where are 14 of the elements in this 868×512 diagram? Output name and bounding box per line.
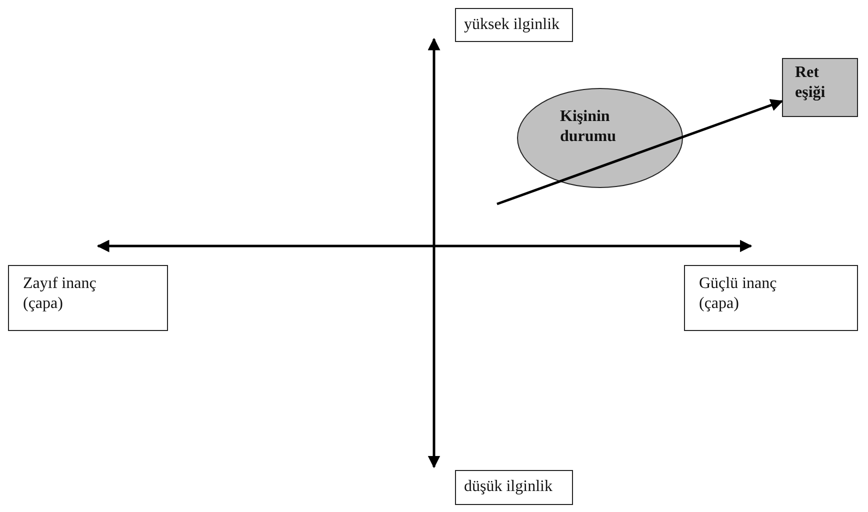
label-box <box>455 470 573 505</box>
arrow <box>496 99 784 206</box>
node-text: Kişinin durumu <box>560 107 618 147</box>
label-box <box>455 8 573 42</box>
node-text: düşük ilginlik <box>464 477 552 497</box>
node-text: Güçlü inanç (çapa) <box>699 274 778 314</box>
node-text: Zayıf inanç (çapa) <box>23 274 98 314</box>
threshold-box <box>782 58 858 117</box>
arrow <box>428 38 440 468</box>
node-text: yüksek ilginlik <box>464 15 560 35</box>
arrow <box>96 240 752 252</box>
label-box <box>8 265 168 331</box>
label-box <box>684 265 858 331</box>
node-text: Ret eşiği <box>795 63 826 103</box>
